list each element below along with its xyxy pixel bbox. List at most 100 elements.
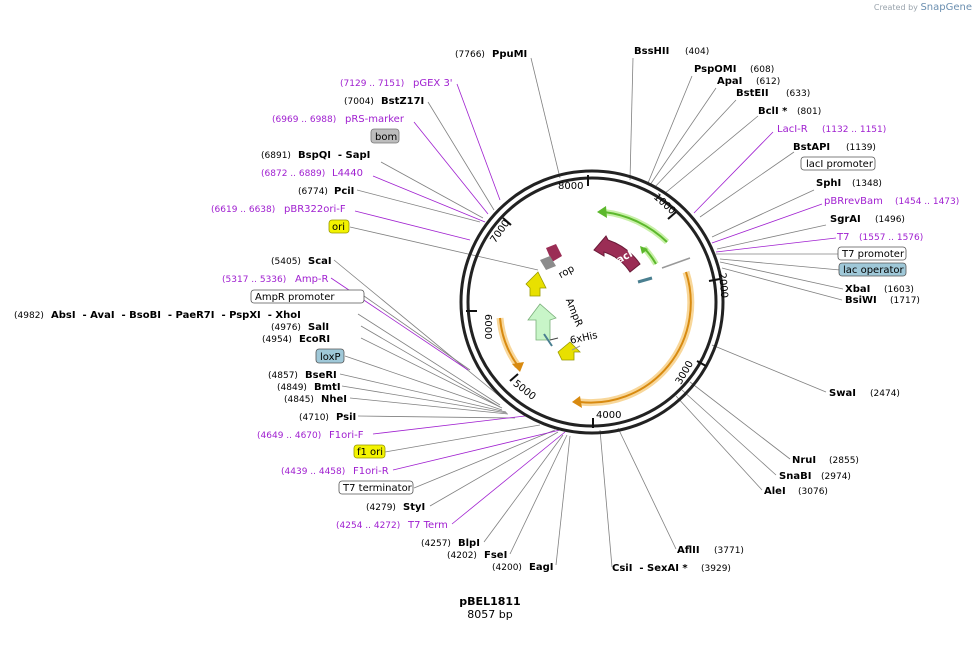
site-pspomi-pos: (608) [750, 65, 774, 75]
leader-lines [333, 57, 844, 568]
feature-6xhis-arrow [557, 341, 581, 361]
tick-label-7000: 7000 [489, 218, 513, 245]
site-bsiwi: BsiWI [845, 295, 877, 306]
site-sphi: SphI [816, 178, 841, 189]
feature-box-t7-promoter: T7 promoter [841, 249, 905, 260]
site-xbai: XbaI [845, 284, 870, 295]
site-scai-pos: (5405) [271, 257, 301, 267]
left-labels: (7766) PpuMI (7129 .. 7151) pGEX 3' (700… [14, 49, 553, 573]
feature-box-laci-promoter: lacI promoter [806, 159, 874, 170]
lac-operator-marker [637, 276, 653, 284]
credit-prefix: Created by [873, 3, 918, 12]
site-apai: ApaI [717, 76, 742, 87]
feature-box-ampr-promoter: AmpR promoter [255, 292, 335, 303]
site-styi: StyI [403, 502, 425, 513]
site-pcii-pos: (6774) [298, 187, 328, 197]
plasmid-title: pBEL1811 8057 bp [459, 595, 520, 621]
primer-pbrrevbam: pBRrevBam [824, 196, 883, 207]
ring-ticks [466, 175, 721, 428]
primer-pgex3: pGEX 3' [413, 78, 453, 89]
site-bseri-pos: (4857) [268, 371, 298, 381]
site-aflii-pos: (3771) [714, 546, 744, 556]
site-aflii: AflII [677, 545, 700, 556]
feature-box-lac-operator: lac operator [843, 265, 904, 276]
loxp-marker [543, 333, 553, 347]
site-nrui-pos: (2855) [829, 456, 859, 466]
site-ecori-pos: (4954) [262, 335, 292, 345]
site-nhei-pos: (4845) [284, 395, 314, 405]
site-styi-pos: (4279) [366, 503, 396, 513]
feature-rop-block [540, 256, 556, 270]
feature-box-t7-terminator: T7 terminator [342, 483, 413, 494]
site-bsteii-pos: (633) [786, 89, 810, 99]
feature-label-6xhis: 6xHis [569, 330, 598, 347]
primer-pbrrevbam-pos: (1454 .. 1473) [895, 197, 959, 207]
feature-box-ori: ori [332, 222, 345, 233]
primer-l4440: L4440 [332, 168, 363, 179]
backbone-ring-outer [459, 169, 725, 435]
feature-laci-arrow [593, 235, 641, 273]
feature-ampr-arrow [527, 303, 557, 341]
primer-f1ori-r: F1ori-R [353, 466, 389, 477]
backbone-ring-inner [466, 176, 718, 428]
right-labels: BssHII (404) PspOMI (608) ApaI (612) Bst… [612, 46, 959, 574]
site-blpi: BlpI [458, 538, 480, 549]
site-bstz17i: BstZ17I [381, 96, 424, 107]
site-bsshii: BssHII [634, 46, 669, 57]
site-sgrai-pos: (1496) [875, 215, 905, 225]
snapgene-credit: Created by SnapGene [874, 2, 972, 13]
tick-label-4000: 4000 [596, 410, 621, 421]
site-csii-sexai: CsiI - SexAI * [612, 563, 688, 574]
site-sgrai: SgrAI [830, 214, 861, 225]
site-psii: PsiI [336, 412, 356, 423]
primer-l4440-pos: (6872 .. 6889) [261, 169, 325, 179]
site-bsiwi-pos: (1717) [890, 296, 920, 306]
site-eagi-pos: (4200) [492, 563, 522, 573]
site-pspomi: PspOMI [694, 64, 736, 75]
site-bmti: BmtI [314, 382, 341, 393]
feature-rop-arrow [546, 244, 562, 262]
site-fsei-pos: (4202) [447, 551, 477, 561]
feature-label-ampr: AmpR [563, 297, 584, 329]
feature-ori-arrow [525, 271, 547, 297]
primer-prs-marker: pRS-marker [345, 114, 405, 125]
tick-label-8000: 8000 [558, 181, 583, 192]
site-blpi-pos: (4257) [421, 539, 451, 549]
site-xbai-pos: (1603) [884, 285, 914, 295]
site-bstapi-pos: (1139) [846, 143, 876, 153]
site-swai-pos: (2474) [870, 389, 900, 399]
primer-f1ori-f: F1ori-F [329, 430, 364, 441]
site-snabi: SnaBI [779, 471, 811, 482]
feature-box-f1-ori: f1 ori [357, 447, 383, 458]
feature-arc-green-outer [603, 209, 670, 245]
feature-arcs: lacI rop AmpR 6xHis [496, 206, 695, 408]
plasmid-length: 8057 bp [467, 608, 513, 621]
site-xhoi-group: AbsI - AvaI - BsoBI - PaeR7I - PspXI - X… [51, 310, 301, 321]
site-bcli: BclI * [758, 106, 788, 117]
feature-box-bom: bom [375, 132, 397, 143]
site-bmti-pos: (4849) [277, 383, 307, 393]
site-bcli-pos: (801) [797, 107, 821, 117]
primer-amp-r-pos: (5317 .. 5336) [222, 275, 286, 285]
tick-label-6000: 6000 [482, 314, 493, 339]
site-alei: AleI [764, 486, 786, 497]
site-alei-pos: (3076) [798, 487, 828, 497]
primer-f1ori-r-pos: (4439 .. 4458) [281, 467, 345, 477]
tick-label-2000: 2000 [716, 272, 729, 298]
primer-t7-term-pos: (4254 .. 4272) [336, 521, 400, 531]
site-nhei: NheI [321, 394, 347, 405]
primer-pbr322ori-f: pBR322ori-F [284, 204, 346, 215]
site-apai-pos: (612) [756, 77, 780, 87]
site-bstz17i-pos: (7004) [344, 97, 374, 107]
site-psii-pos: (4710) [299, 413, 329, 423]
site-sali: SalI [308, 322, 329, 333]
primer-t7: T7 [836, 232, 849, 243]
site-bseri: BseRI [305, 370, 337, 381]
feature-arc-left [496, 317, 521, 369]
primer-t7-term: T7 Term [407, 520, 448, 531]
site-xhoi-group-pos: (4982) [14, 311, 44, 321]
primer-laci-r-pos: (1132 .. 1151) [822, 125, 886, 135]
site-scai: ScaI [308, 256, 332, 267]
primer-laci-r: LacI-R [777, 124, 808, 135]
